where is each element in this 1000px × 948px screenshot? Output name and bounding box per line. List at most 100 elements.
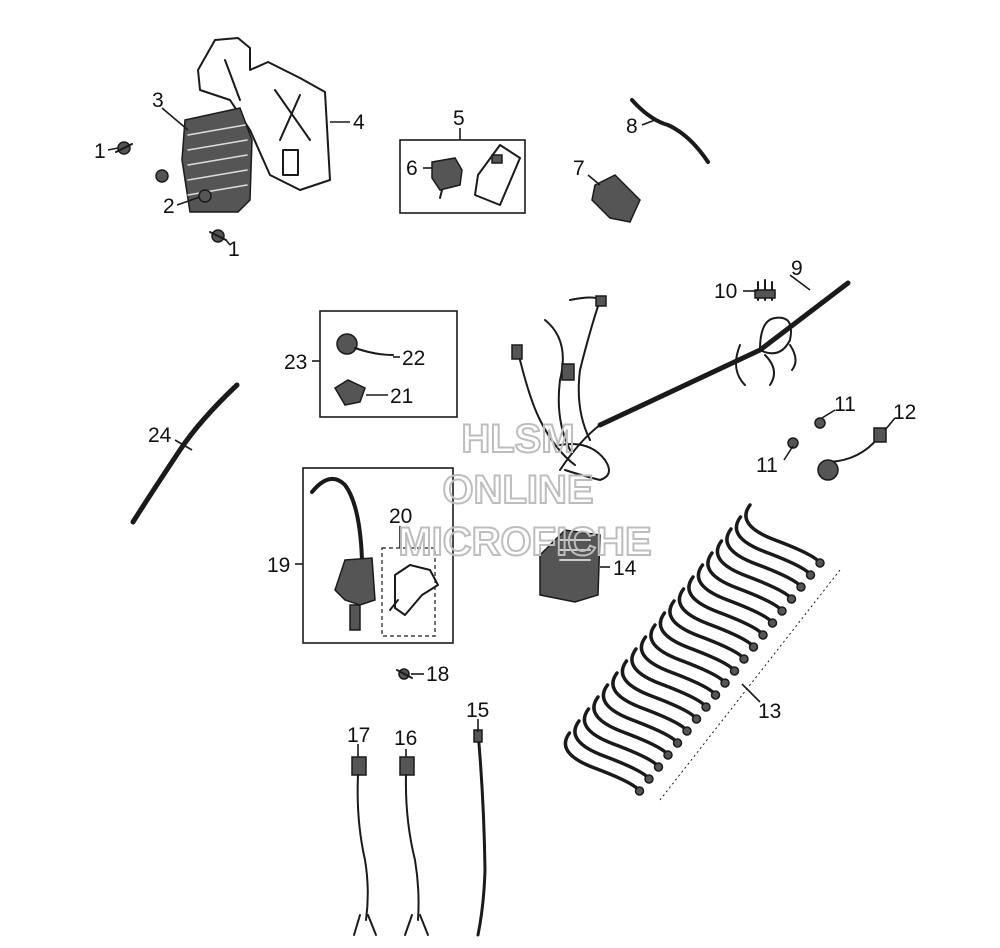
label-6: 6 — [406, 157, 418, 180]
label-18: 18 — [426, 663, 449, 686]
part-11-nut-top — [814, 417, 826, 429]
part-16-sensor — [399, 756, 429, 936]
wire-13-terminal — [729, 666, 740, 676]
part-10-clip — [754, 279, 776, 301]
label-1-bottom: 1 — [228, 238, 240, 261]
label-8: 8 — [626, 115, 638, 138]
label-20: 20 — [389, 505, 412, 528]
watermark-line-3: MICROFICHE — [398, 520, 651, 564]
label-2: 2 — [163, 195, 175, 218]
wire-13-strand — [744, 503, 822, 565]
part-22-switch — [336, 333, 394, 356]
label-23: 23 — [284, 351, 307, 374]
label-17: 17 — [347, 724, 370, 747]
label-9: 9 — [791, 257, 803, 280]
wire-13-terminal — [644, 774, 654, 784]
wire-13-strand — [658, 611, 737, 673]
wire-13-strand — [677, 587, 756, 649]
label-5: 5 — [453, 107, 465, 130]
bolt-1-top — [115, 141, 133, 155]
wire-13-strand — [630, 647, 708, 709]
part-20-box — [381, 547, 436, 637]
wire-13-terminal — [805, 570, 816, 580]
label-10: 10 — [714, 280, 737, 303]
wire-13-strand — [620, 659, 699, 721]
part-21-holder — [333, 379, 366, 406]
wire-13-terminal — [777, 606, 787, 616]
wire-13-strand — [582, 707, 661, 769]
part-17-sensor — [351, 756, 377, 936]
part-23-box — [319, 310, 458, 418]
wire-13-strand — [687, 575, 765, 637]
part-18-bolt — [396, 668, 413, 680]
label-14: 14 — [613, 557, 637, 580]
part-5-fuse-block — [474, 144, 521, 206]
part-20-spark-plug-cap — [389, 564, 439, 616]
bolt-1-bottom — [209, 229, 227, 243]
wire-13-strand — [639, 635, 718, 697]
label-7: 7 — [573, 157, 585, 180]
label-15: 15 — [466, 699, 489, 722]
wire-13-terminal — [796, 582, 806, 592]
wire-13-strand — [668, 599, 746, 661]
label-4: 4 — [353, 111, 365, 134]
part-19-box — [302, 467, 454, 644]
part-8-wire — [630, 98, 710, 164]
part-19-ignition-coil — [310, 476, 376, 631]
label-11-bottom: 11 — [756, 454, 778, 477]
part-14-cdi — [539, 529, 601, 603]
watermark-line-2: ONLINE — [442, 468, 593, 512]
wire-13-terminal — [653, 762, 664, 772]
wire-13-terminal — [691, 714, 702, 724]
wire-13-terminal — [634, 786, 645, 796]
wire-13-terminal — [710, 690, 721, 700]
part-5-box — [399, 139, 526, 214]
label-22: 22 — [402, 347, 425, 370]
wire-13-strand — [563, 731, 642, 793]
wire-13-strand — [725, 527, 803, 589]
wire-13-terminal — [739, 654, 749, 664]
label-13: 13 — [758, 700, 781, 723]
bolt-2 — [155, 169, 212, 203]
wire-13-terminal — [682, 726, 692, 736]
label-16: 16 — [394, 727, 417, 750]
part-24-cable — [130, 382, 240, 525]
part-9-wire-harness — [511, 280, 851, 481]
wire-13-strand — [706, 551, 784, 613]
wire-13-strand — [649, 623, 727, 685]
part-7-connector — [591, 174, 641, 223]
wire-13-terminal — [815, 558, 825, 568]
leader-lines — [107, 107, 896, 757]
wire-13-strand — [611, 671, 689, 733]
part-11-nut-bottom — [787, 437, 799, 449]
watermark: HLSM ONLINE MICROFICHE — [397, 416, 652, 565]
label-24: 24 — [148, 424, 172, 447]
wire-13-strand — [715, 539, 794, 601]
label-1-top: 1 — [94, 140, 106, 163]
wire-13-terminal — [748, 642, 759, 652]
part-3-regulator — [181, 107, 253, 213]
label-21: 21 — [390, 385, 413, 408]
wire-13-strand — [734, 515, 813, 577]
label-12: 12 — [893, 401, 916, 424]
wire-13-strand — [696, 563, 775, 625]
wire-13-terminal — [720, 678, 730, 688]
label-3: 3 — [152, 89, 164, 112]
wire-13-strand — [601, 683, 680, 745]
wire-13-terminal — [701, 702, 711, 712]
wire-13-terminal — [663, 750, 673, 760]
part-13-wires — [563, 503, 825, 796]
watermark-line-1: HLSM — [461, 417, 574, 461]
wire-13-strand — [573, 719, 651, 781]
wire-13-strand — [592, 695, 670, 757]
part-labels: 1 1 2 3 4 5 6 7 8 9 10 11 11 12 13 14 15… — [94, 89, 916, 750]
part-15-cable — [473, 729, 487, 937]
part-6-relay — [431, 157, 463, 199]
wire-13-terminal — [672, 738, 683, 748]
label-11-top: 11 — [834, 393, 856, 416]
part-12-sensor — [817, 427, 887, 481]
wire-13-terminal — [786, 594, 797, 604]
wire-13-terminal — [758, 630, 768, 640]
wire-13-terminal — [767, 618, 778, 628]
